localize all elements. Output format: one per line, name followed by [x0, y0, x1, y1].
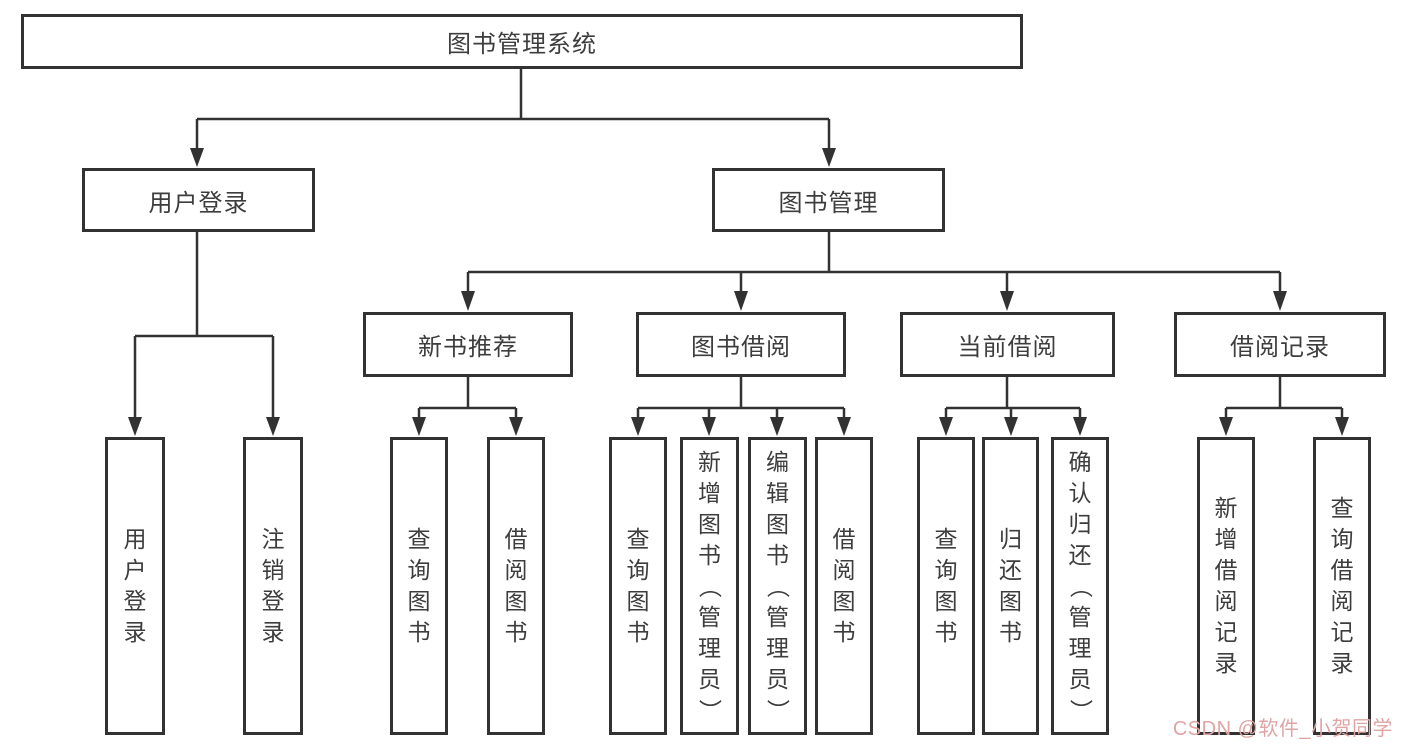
leaf-borrowing-add-books-admin: 新增图书（管理员） [680, 437, 739, 735]
node-library-management-system: 图书管理系统 [21, 14, 1023, 69]
leaf-current-return-books: 归还图书 [982, 437, 1039, 735]
leaf-borrowing-borrow-books: 借阅图书 [815, 437, 873, 735]
leaf-user-login: 用户登录 [105, 437, 165, 735]
leaf-borrowing-query-books: 查询图书 [609, 437, 667, 735]
leaf-logout: 注销登录 [243, 437, 303, 735]
node-user-login: 用户登录 [82, 168, 315, 232]
leaf-borrowing-edit-books-admin: 编辑图书（管理员） [748, 437, 807, 735]
leaf-recommend-borrow-books: 借阅图书 [487, 437, 545, 735]
node-book-management: 图书管理 [712, 168, 945, 232]
leaf-current-query-books: 查询图书 [917, 437, 975, 735]
node-current-borrowing: 当前借阅 [900, 312, 1115, 377]
arrowhead-group [128, 148, 1349, 436]
leaf-current-confirm-return-admin: 确认归还（管理员） [1051, 437, 1109, 735]
node-borrow-records: 借阅记录 [1174, 312, 1386, 377]
node-book-borrowing: 图书借阅 [636, 312, 846, 377]
node-new-book-recommend: 新书推荐 [363, 312, 573, 377]
leaf-records-query-borrow-record: 查询借阅记录 [1313, 437, 1371, 735]
leaf-records-add-borrow-record: 新增借阅记录 [1197, 437, 1255, 735]
leaf-recommend-query-books: 查询图书 [390, 437, 448, 735]
csdn-watermark: CSDN @软件_小贺同学 [1172, 718, 1393, 740]
